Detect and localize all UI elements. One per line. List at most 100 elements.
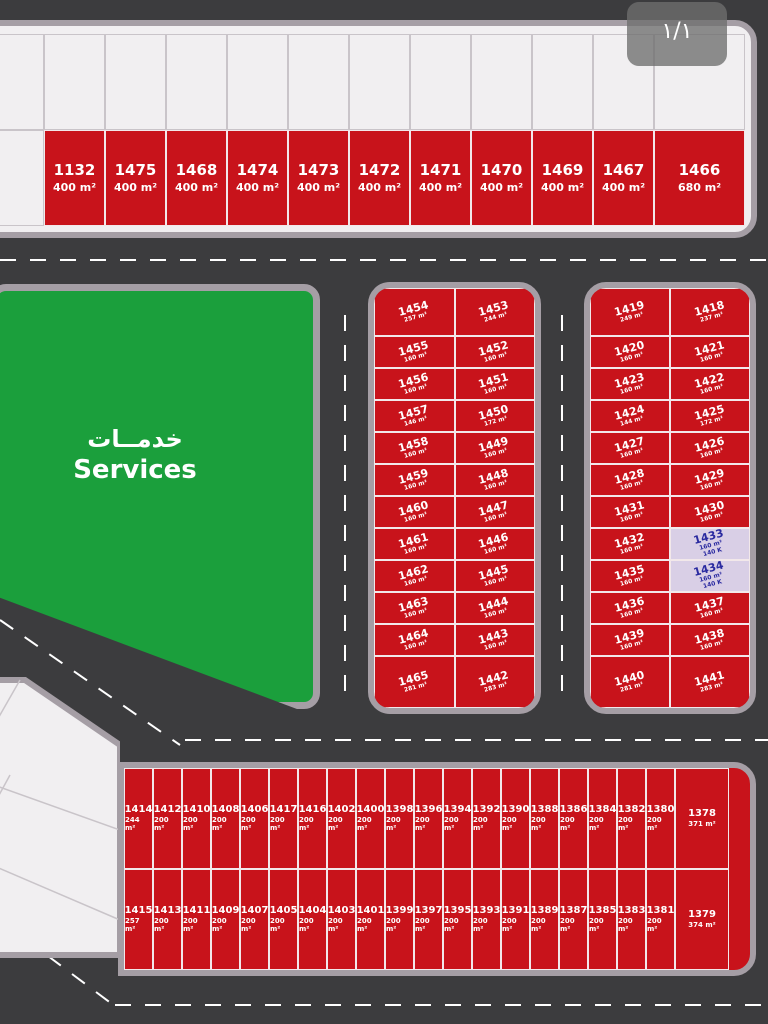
lot-number: 1404 <box>298 905 327 917</box>
